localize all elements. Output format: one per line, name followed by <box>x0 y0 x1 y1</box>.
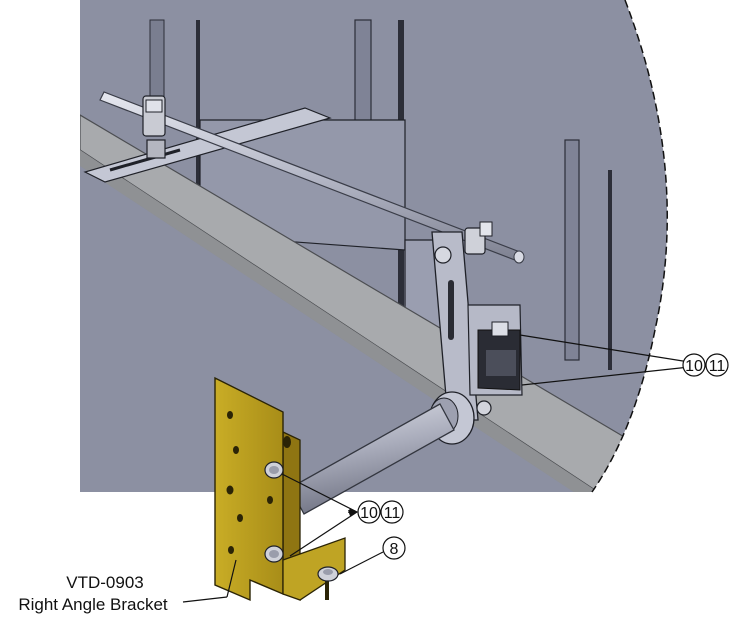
bracket-bolt-upper <box>264 461 284 479</box>
sill-ledge <box>80 113 668 492</box>
callout-10-text-upper: 10 <box>685 358 703 375</box>
plate-bracket-top <box>83 107 332 183</box>
rod-clamp-right <box>464 221 493 255</box>
part-name: Right Angle Bracket <box>18 595 168 614</box>
rod-clamp-top-left <box>142 95 166 159</box>
callout-11-text-upper: 11 <box>709 358 726 375</box>
part-number: VTD-0903 <box>66 573 143 592</box>
callout-10-circle-lower <box>357 500 381 524</box>
callout-8-text: 8 <box>390 541 399 558</box>
callout-8: 8 <box>382 536 406 560</box>
callout-8-circle <box>382 536 406 560</box>
bracket-bolt-lower <box>264 545 284 563</box>
callout-pair-lower: 10 11 <box>357 500 404 524</box>
drive-shaft <box>289 403 455 515</box>
leader-lines <box>182 334 709 603</box>
callout-11-circle-upper <box>705 353 729 377</box>
bracket-bolt-foot <box>317 566 339 582</box>
callout-10-circle-upper <box>682 353 706 377</box>
callout-pair-upper: 10 11 <box>682 353 729 377</box>
detail-view <box>80 0 668 492</box>
callout-11-circle-lower <box>380 500 404 524</box>
right-angle-bracket <box>214 376 346 602</box>
vertical-arm <box>431 231 479 421</box>
part-label: VTD-0903 Right Angle Bracket <box>18 573 168 614</box>
bracket-holes <box>226 411 291 554</box>
limit-switch <box>467 304 523 396</box>
callout-10-text-lower: 10 <box>360 505 378 522</box>
callout-11-text-lower: 11 <box>384 505 401 522</box>
